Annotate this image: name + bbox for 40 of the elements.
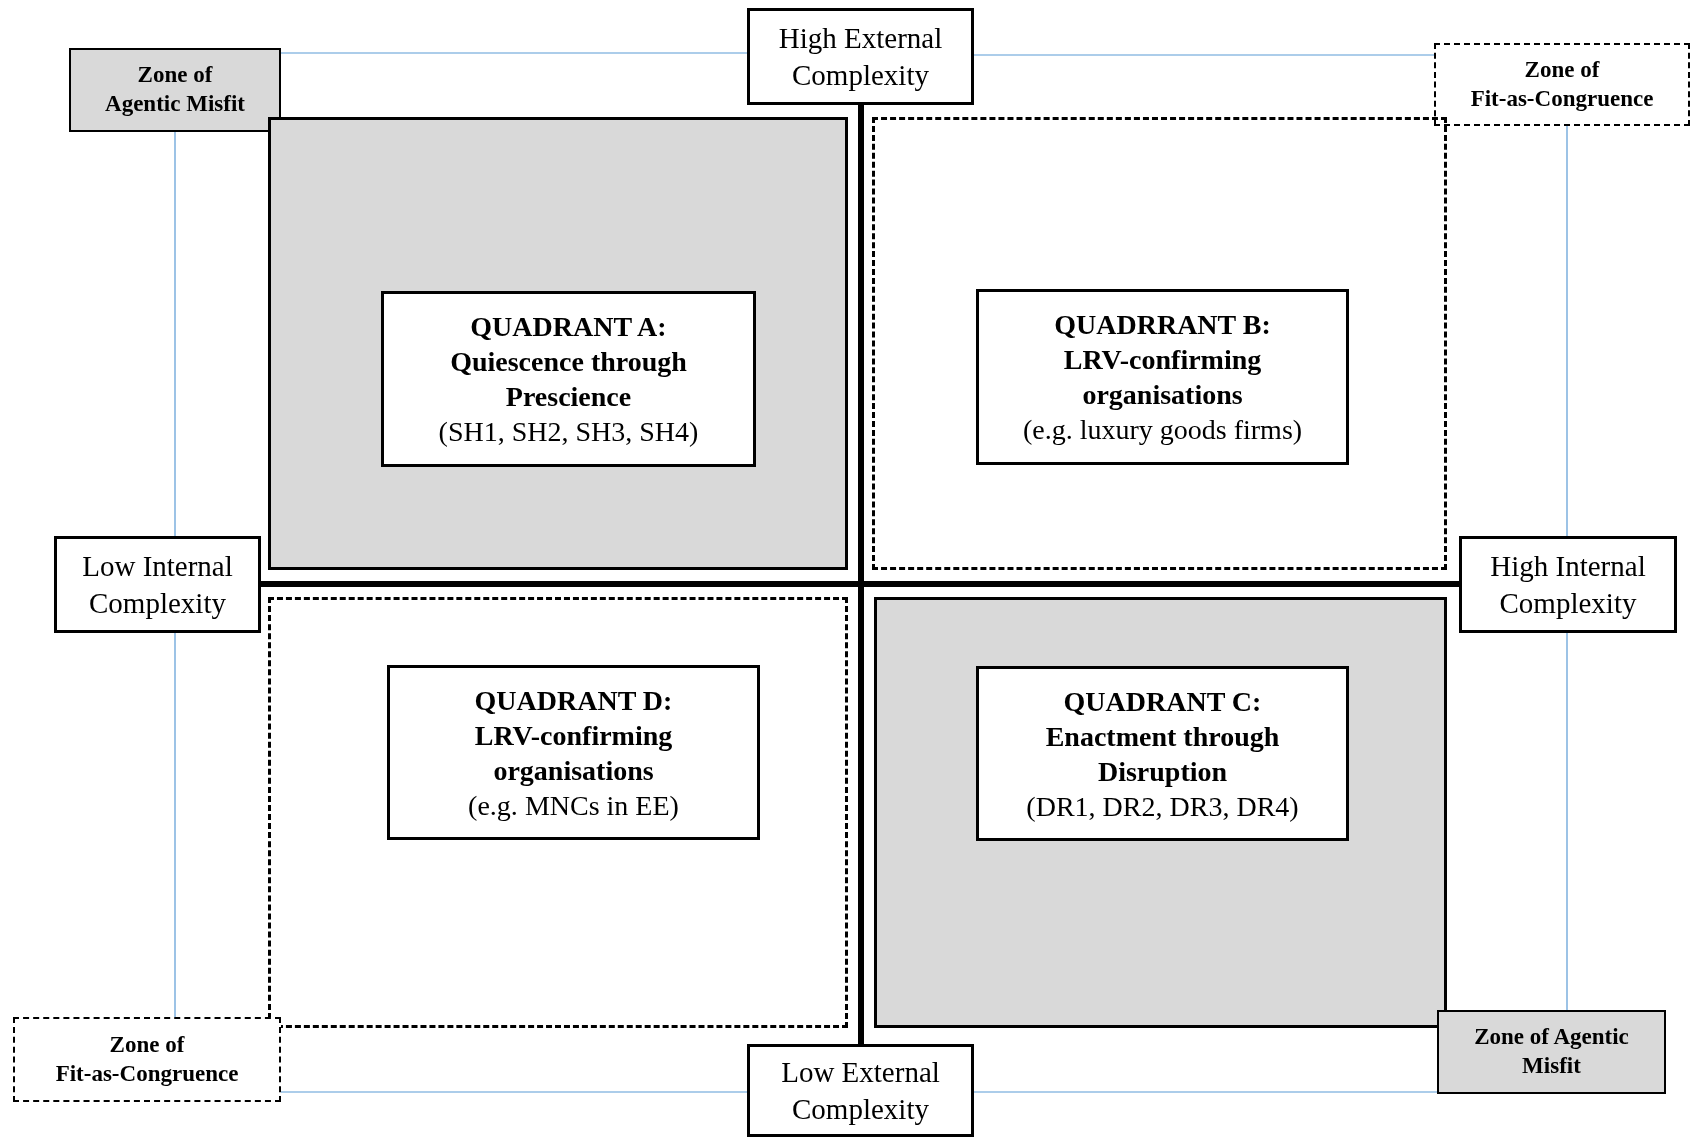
axis-label-box [747, 1044, 974, 1137]
axis-label: Low External Complexity [780, 1055, 941, 1127]
quadrant-box [387, 665, 760, 840]
quadrant-note: (e.g. MNCs in EE) [468, 788, 679, 823]
zone-label: Zone of Agentic Misfit [104, 61, 246, 118]
quadrant-note: (e.g. luxury goods firms) [1022, 413, 1303, 447]
zone-label-box [1437, 1010, 1666, 1094]
connector-line [973, 1091, 1438, 1093]
connector-line [280, 1091, 748, 1093]
connector-line [280, 52, 748, 54]
axis-line [261, 581, 1459, 587]
zone-label: Zone of Fit-as-Congruence [1469, 55, 1655, 113]
quadrant-box [381, 291, 756, 467]
quadrant-panel [268, 117, 848, 570]
zone-label-box [13, 1017, 281, 1102]
quadrant-panel [872, 117, 1447, 570]
axis-label: Low Internal Complexity [81, 549, 234, 621]
quadrant-note: (SH1, SH2, SH3, SH4) [438, 415, 699, 449]
quadrant-note: (DR1, DR2, DR3, DR4) [1026, 789, 1299, 824]
axis-label-box [747, 8, 974, 105]
connector-line [1566, 632, 1568, 1011]
quadrant-heading: QUADRANT A: Quiescence through Prescience [449, 310, 688, 414]
connector-line [973, 54, 1435, 56]
axis-label-box [54, 536, 261, 633]
axis-label: High Internal Complexity [1489, 549, 1647, 621]
quadrant-heading: QUADRANT C: Enactment through Disruption [1044, 684, 1281, 789]
zone-label: Zone of Agentic Misfit [1473, 1023, 1630, 1080]
quadrant-panel [268, 597, 848, 1028]
quadrant-panel [874, 597, 1447, 1028]
zone-label-box [69, 48, 281, 132]
quadrant-box [976, 666, 1349, 841]
axis-line [858, 105, 864, 1044]
zone-label: Zone of Fit-as-Congruence [54, 1030, 240, 1088]
connector-line [174, 632, 176, 1018]
connector-line [1566, 125, 1568, 537]
zone-label-box [1434, 43, 1690, 126]
connector-line [174, 131, 176, 537]
quadrant-box [976, 289, 1349, 465]
axis-label: High External Complexity [777, 21, 944, 93]
axis-label-box [1459, 536, 1677, 633]
